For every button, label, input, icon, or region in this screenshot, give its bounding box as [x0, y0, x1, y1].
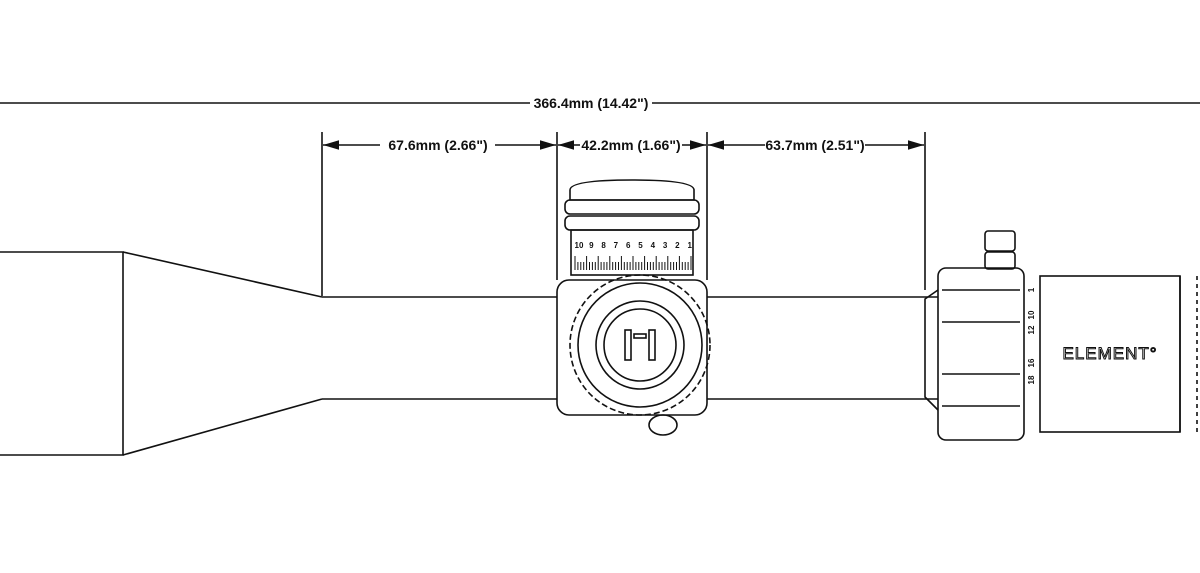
dimension-overall-label: 366.4mm (14.42") [534, 95, 649, 111]
extension-lines [321, 132, 926, 296]
dimension-objective-to-turret: 67.6mm (2.66") [323, 137, 556, 153]
dimension-objective-label: 67.6mm (2.66") [388, 137, 487, 153]
turret-scale-label: 4 [651, 241, 656, 250]
turret-scale-label: 10 [575, 241, 584, 250]
magnification-ring[interactable]: 1 10 12 16 18 [924, 267, 1036, 441]
dimension-turret-to-eyepiece: 63.7mm (2.51") [708, 137, 924, 153]
turret-scale-label: 8 [601, 241, 606, 250]
dimension-turret-label: 42.2mm (1.66") [581, 137, 680, 153]
magnification-marks: 1 10 12 16 18 [1027, 287, 1036, 384]
magnification-mark: 18 [1027, 375, 1036, 384]
dimension-eyepiece-label: 63.7mm (2.51") [765, 137, 864, 153]
dimension-turret: 42.2mm (1.66") [558, 137, 706, 153]
magnification-mark: 10 [1027, 310, 1036, 319]
turret-scale-label: 2 [675, 241, 680, 250]
turret-scale-label: 5 [638, 241, 643, 250]
brand-logo-icon [624, 329, 656, 361]
magnification-mark: 12 [1027, 325, 1036, 334]
turret-scale-label: 9 [589, 241, 594, 250]
turret-scale-label: 3 [663, 241, 668, 250]
main-tube [322, 296, 938, 400]
objective-bell [0, 251, 323, 456]
throw-lever[interactable] [984, 230, 1016, 270]
turret-scale-label: 1 [687, 241, 692, 250]
dimension-overall: 366.4mm (14.42") [0, 95, 1200, 111]
eyepiece: ELEMENT° [1039, 275, 1198, 433]
brand-label: ELEMENT° [1062, 344, 1157, 363]
turret-scale-label: 7 [614, 241, 619, 250]
turret-scale-label: 6 [626, 241, 631, 250]
parallax-knob[interactable] [569, 274, 711, 436]
magnification-mark: 16 [1027, 358, 1036, 367]
magnification-mark: 1 [1027, 287, 1036, 292]
